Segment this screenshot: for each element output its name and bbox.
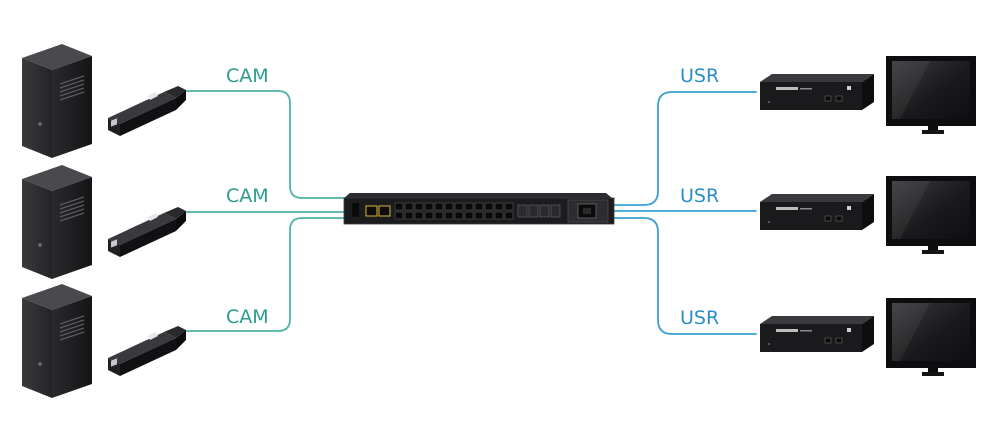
uplink-ports	[365, 205, 391, 217]
switch-port	[504, 202, 514, 211]
switch-port	[444, 211, 454, 220]
switch-port	[434, 202, 444, 211]
switch-port	[404, 202, 414, 211]
cam-module-icon	[108, 86, 186, 136]
switch-port	[394, 202, 404, 211]
cam-row-1	[22, 44, 186, 158]
sfp-port	[550, 204, 561, 218]
sfp-port	[528, 204, 539, 218]
switch-port	[454, 211, 464, 220]
computer-tower-icon	[22, 44, 92, 158]
switch-port	[414, 202, 424, 211]
usr-label-1: USR	[680, 65, 719, 87]
switch-port	[424, 211, 434, 220]
cam-row-2	[21, 164, 187, 280]
switch-port	[474, 202, 484, 211]
cam-cable-3	[183, 217, 345, 332]
cam-label-1: CAM	[226, 65, 269, 87]
switch-port	[484, 211, 494, 220]
switch-port	[494, 211, 504, 220]
switch-port	[464, 211, 474, 220]
usr-row-2	[759, 175, 977, 255]
usr-cable-3	[613, 217, 757, 335]
switch-port	[444, 202, 454, 211]
network-switch-icon	[343, 193, 615, 225]
usr-row-3	[759, 297, 977, 377]
switch-port	[454, 202, 464, 211]
switch-port	[394, 211, 404, 220]
cam-row-3	[21, 283, 187, 399]
switch-port	[424, 202, 434, 211]
switch-port	[504, 211, 514, 220]
switch-port	[434, 211, 444, 220]
switch-port	[484, 202, 494, 211]
cam-label-2: CAM	[226, 185, 269, 207]
sfp-port	[539, 204, 550, 218]
switch-port	[494, 202, 504, 211]
sfp-port	[517, 204, 528, 218]
usr-label-2: USR	[680, 185, 719, 207]
switch-port	[474, 211, 484, 220]
cam-label-3: CAM	[226, 306, 269, 328]
switch-port	[464, 202, 474, 211]
monitor-icon	[886, 56, 976, 134]
usr-label-3: USR	[680, 307, 719, 329]
cam-cable-1	[183, 90, 345, 199]
switch-port	[414, 211, 424, 220]
usr-row-1	[760, 56, 976, 134]
user-station-icon	[760, 74, 874, 110]
usr-cable-1	[613, 91, 757, 206]
switch-port-grid	[394, 202, 561, 220]
switch-port	[404, 211, 414, 220]
